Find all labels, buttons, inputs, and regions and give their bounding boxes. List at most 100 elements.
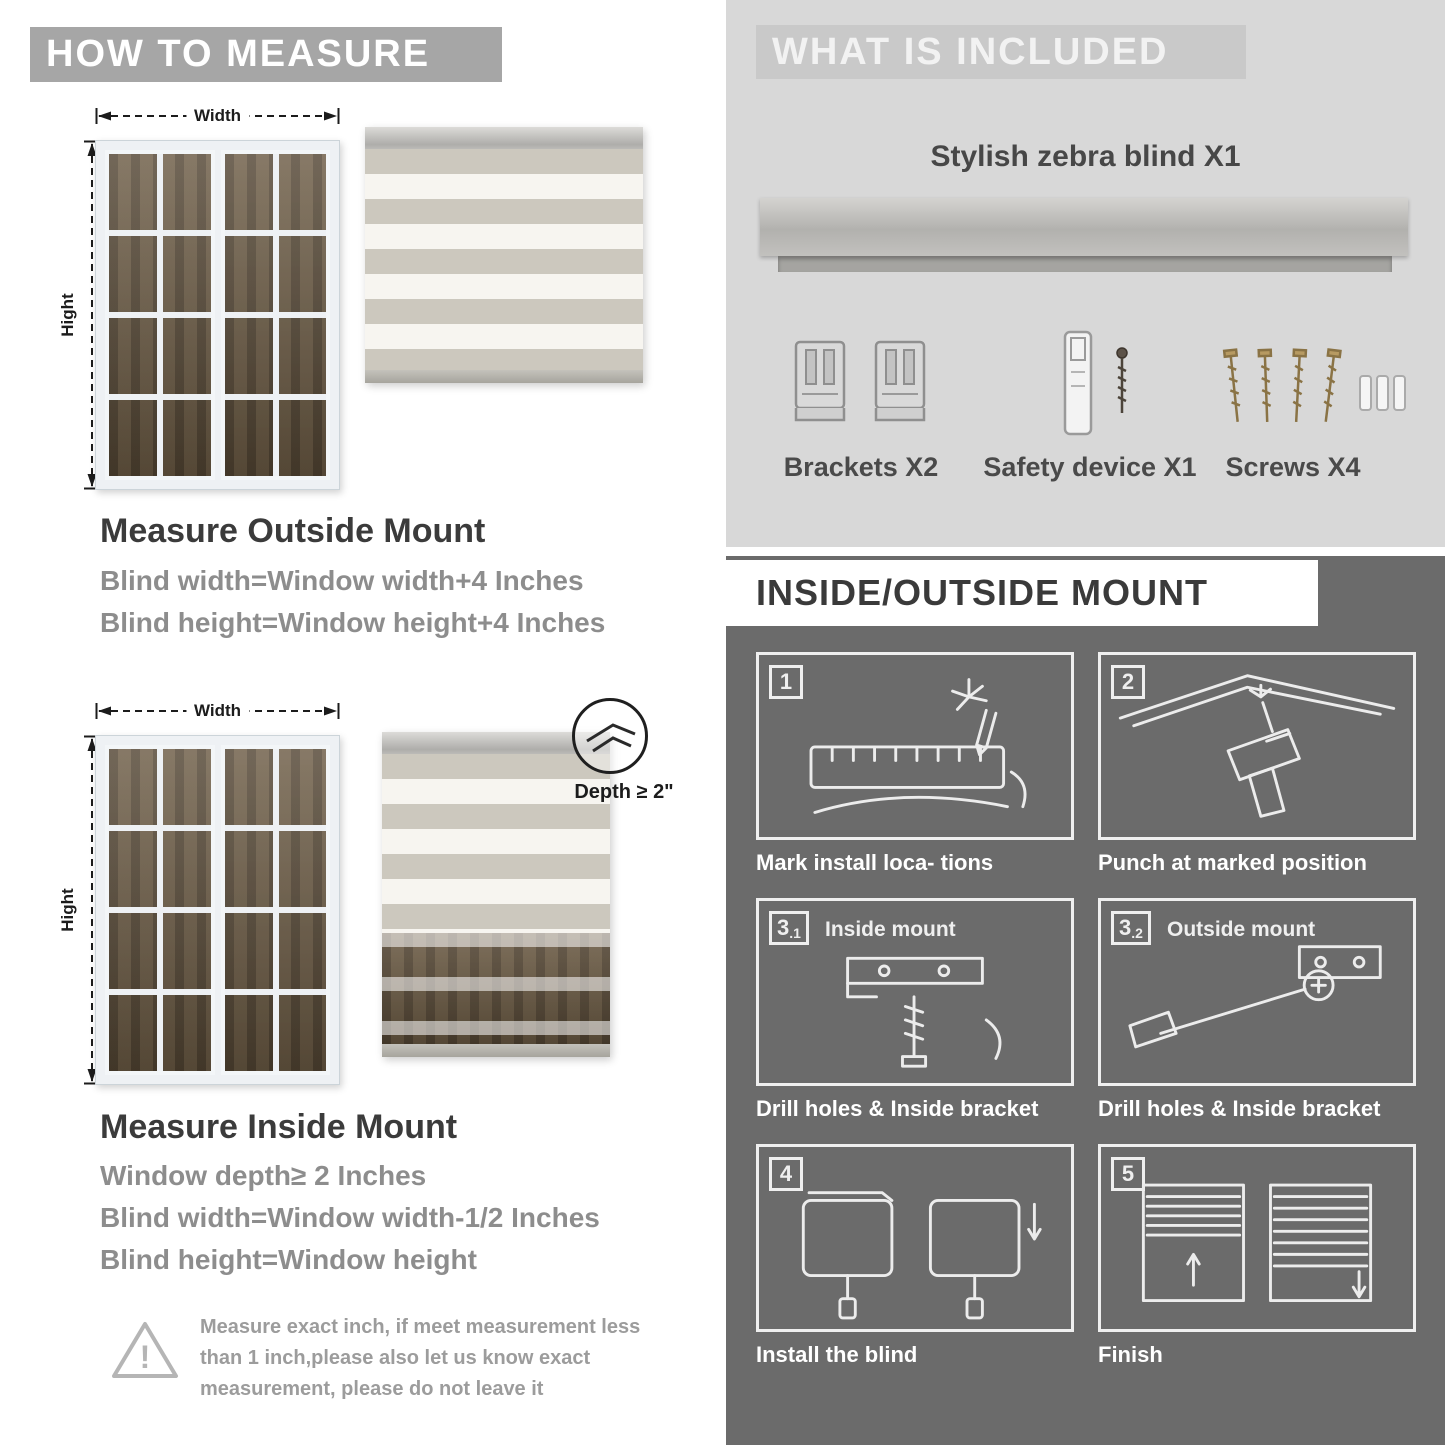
step-panel: 2	[1098, 652, 1416, 840]
headrail-underside	[778, 256, 1392, 272]
blind-stripes	[365, 149, 643, 370]
blind-cassette	[382, 732, 610, 754]
how-to-measure-header: HOW TO MEASURE	[30, 27, 502, 82]
anchor-icon	[1359, 375, 1406, 411]
step-number-badge: 4	[769, 1157, 803, 1191]
blind-sheer-view	[382, 932, 610, 1044]
width-label: Width	[185, 106, 250, 126]
width-arrow-icon: Width	[95, 701, 340, 721]
what-is-included-title: WHAT IS INCLUDED	[772, 30, 1169, 73]
step-subnumber: .1	[789, 925, 801, 941]
step-caption: Mark install loca- tions	[756, 850, 994, 875]
bracket-icon	[874, 340, 926, 422]
window-photo	[95, 140, 340, 490]
step-number-badge: 3.2	[1111, 911, 1151, 945]
blind-cassette	[365, 127, 643, 149]
window-sash	[220, 745, 330, 1075]
step-number-badge: 1	[769, 665, 803, 699]
zebra-blind-photo	[382, 732, 610, 1057]
warning-text: Measure exact inch, if meet measurement …	[200, 1316, 641, 1400]
width-label: Width	[185, 701, 250, 721]
step-caption: Punch at marked position	[1098, 850, 1367, 875]
outside-bracket-illustration	[1128, 945, 1382, 1049]
step-caption: Drill holes & Inside bracket	[756, 1096, 1039, 1121]
screws-icon	[1222, 348, 1406, 423]
inside-mount-rule-2: Blind width=Window width-1/2 Inches	[100, 1202, 600, 1233]
step-panel: 3.1 Inside mount	[756, 898, 1074, 1086]
inside-mount-title: Measure Inside Mount	[100, 1108, 458, 1146]
screw-icon	[1116, 347, 1128, 413]
step-panel: 3.2 Outside mount	[1098, 898, 1416, 1086]
product-name: Stylish zebra blind X1	[930, 140, 1241, 173]
screws-image	[1214, 342, 1414, 442]
warning-icon: !	[112, 1322, 178, 1378]
inside-mount-rule-3: Blind height=Window height	[100, 1244, 477, 1275]
inside-bracket-illustration	[846, 956, 1002, 1068]
window-sash	[105, 745, 215, 1075]
step-subnumber: .2	[1131, 925, 1143, 941]
step-title: Outside mount	[1167, 918, 1316, 941]
drill-illustration	[1118, 674, 1396, 818]
window-photo	[95, 735, 340, 1085]
mount-step-4: 4 Install the blind	[756, 1144, 1074, 1372]
step-title: Inside mount	[825, 918, 956, 941]
mount-step-3-1: 3.1 Inside mount Drill holes & Inside br…	[756, 898, 1074, 1126]
brackets-image	[788, 336, 932, 428]
blind-bottom-rail	[365, 370, 643, 383]
outside-mount-title: Measure Outside Mount	[100, 512, 486, 550]
height-label: Hight	[58, 882, 78, 938]
safety-device-image	[1058, 328, 1130, 438]
step-panel: 4	[756, 1144, 1074, 1332]
window-sash	[105, 150, 215, 480]
safety-device-icon	[1063, 330, 1093, 436]
zebra-blind-photo	[365, 127, 643, 383]
mount-step-5: 5 Finish	[1098, 1144, 1416, 1372]
step-caption: Install the blind	[756, 1342, 918, 1367]
mount-step-1: 1 Mark install loca- tions	[756, 652, 1074, 880]
outside-mount-figure: Width Hight	[58, 100, 680, 500]
what-is-included-section: WHAT IS INCLUDED Stylish zebra blind X1	[726, 0, 1445, 547]
step-panel: 5	[1098, 1144, 1416, 1332]
how-to-measure-title: HOW TO MEASURE	[46, 33, 431, 75]
step-number: 4	[779, 1161, 793, 1186]
inside-mount-rule-1: Window depth≥ 2 Inches	[100, 1160, 427, 1191]
height-label: Hight	[58, 287, 78, 343]
outside-mount-rule-1: Blind width=Window width+4 Inches	[100, 565, 584, 596]
step-number: 3	[1119, 915, 1132, 940]
mount-step-3-2: 3.2 Outside mount Drill holes & Inside b…	[1098, 898, 1416, 1126]
step-number: 1	[779, 669, 793, 694]
step-number: 5	[1121, 1161, 1135, 1186]
mark-location-illustration	[809, 678, 1027, 814]
mount-instructions-section: INSIDE/OUTSIDE MOUNT 1	[726, 556, 1445, 1445]
outside-mount-rule-2: Blind height=Window height+4 Inches	[100, 607, 606, 638]
window-sash	[220, 150, 330, 480]
screws-label: Screws X4	[1225, 452, 1361, 482]
mount-section-title: INSIDE/OUTSIDE MOUNT	[756, 572, 1209, 613]
step-number-badge: 3.1	[769, 911, 809, 945]
bracket-icon	[794, 340, 846, 422]
what-is-included-header: WHAT IS INCLUDED	[756, 25, 1246, 79]
warning-exclamation: !	[140, 1339, 151, 1375]
step-caption: Drill holes & Inside bracket	[1098, 1096, 1381, 1121]
step-number: 2	[1121, 669, 1135, 694]
inside-mount-figure: Width Hight	[58, 695, 700, 1115]
step-number-badge: 2	[1111, 665, 1145, 699]
mount-section-header: INSIDE/OUTSIDE MOUNT	[726, 560, 1318, 626]
step-panel: 1	[756, 652, 1074, 840]
width-arrow-icon: Width	[95, 106, 340, 126]
brackets-label: Brackets X2	[783, 452, 939, 482]
safety-device-label: Safety device X1	[983, 452, 1197, 482]
mount-step-2: 2 Punch at marked position	[1098, 652, 1416, 880]
step-number-badge: 5	[1111, 1157, 1145, 1191]
height-arrow-icon: Hight	[58, 735, 100, 1085]
step-caption: Finish	[1098, 1342, 1163, 1367]
finish-illustration	[1141, 1183, 1373, 1303]
blind-stripes	[382, 754, 610, 933]
mount-steps-grid: 1 Mark install loca- tions	[756, 652, 1416, 1372]
blind-bottom-rail	[382, 1044, 610, 1057]
depth-requirement-label: Depth ≥ 2"	[574, 781, 674, 803]
install-blind-illustration	[801, 1191, 1042, 1320]
measurement-warning: ! Measure exact inch, if meet measuremen…	[110, 1312, 650, 1405]
height-arrow-icon: Hight	[58, 140, 100, 490]
